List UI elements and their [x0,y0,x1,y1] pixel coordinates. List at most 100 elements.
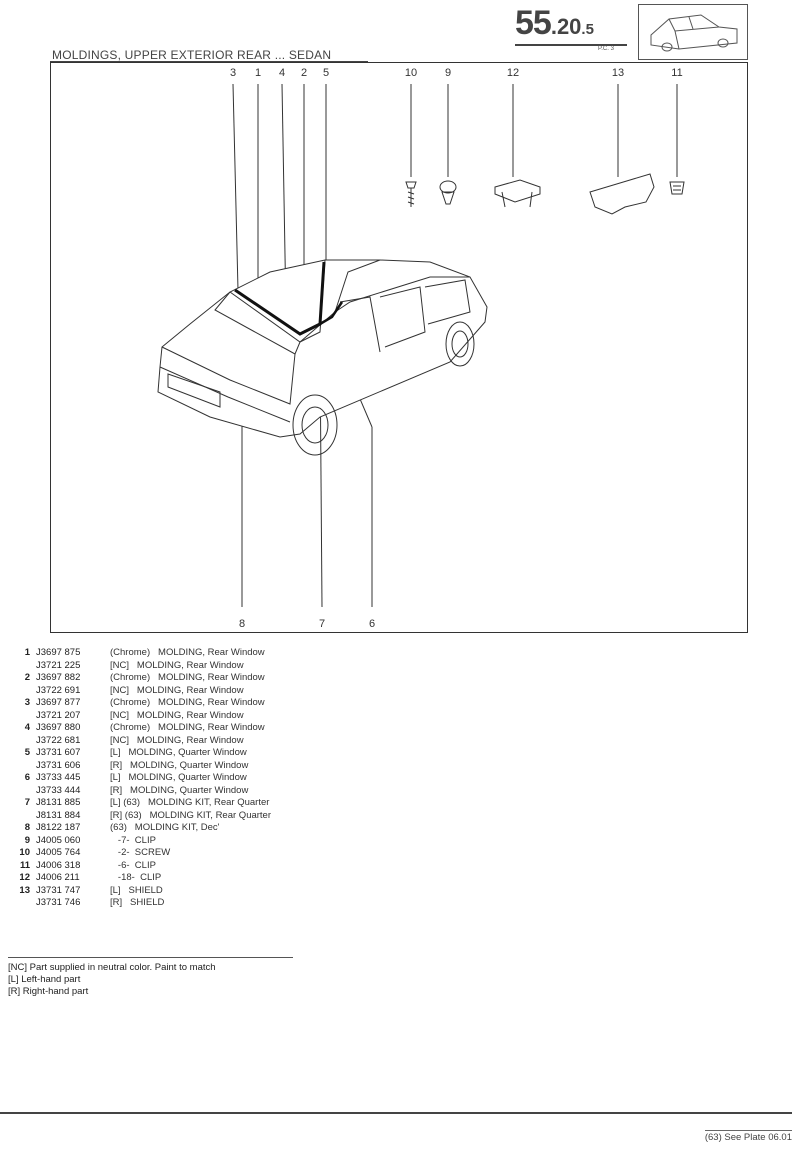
part-description: [L] (63) MOLDING KIT, Rear Quarter [110,797,270,808]
part-description: [R] SHIELD [110,897,165,908]
part-description: (Chrome) MOLDING, Rear Window [110,722,265,733]
item-number: 13 [19,884,30,896]
item-number: 1 [24,647,30,658]
parts-row: J3721 207[NC] MOLDING, Rear Window [8,710,271,723]
part-description: [R] MOLDING, Quarter Window [110,784,249,796]
callout-12: 12 [506,67,520,79]
callout-7: 7 [318,618,326,630]
item-number: 12 [19,872,30,883]
item-number [8,710,36,723]
shield-part-13 [589,173,655,215]
part-number: J4006 318 [36,859,81,871]
parts-row: J3722 681[NC] MOLDING, Rear Window [8,735,271,748]
part-description: [L] SHIELD [110,884,163,896]
clip-part-11 [669,181,685,195]
bottom-rule [0,1112,792,1114]
part-number: J3721 225 [36,659,81,671]
parts-row: 3 J3697 877 (Chrome) MOLDING, Rear Window [8,697,271,710]
screw-part-10 [405,181,417,207]
part-description: [L] MOLDING, Quarter Window [110,772,247,783]
parts-row: 11 J4006 318 -6- CLIP [8,860,271,873]
callout-6: 6 [368,618,376,630]
plate-number: 55.20.5 [515,4,594,43]
parts-row: 12 J4006 211 -18- CLIP [8,872,271,885]
item-number: 10 [19,847,30,858]
parts-row: 13 J3731 747 [L] SHIELD [8,885,271,898]
item-number: 7 [24,797,30,808]
plate-sub: .20 [550,14,582,39]
item-number: 5 [24,747,30,758]
part-number: J3722 691 [36,684,81,696]
note-left: [L] Left-hand part [8,974,81,985]
note-nc: [NC] Part supplied in neutral color. Pai… [8,962,216,973]
part-description: (Chrome) MOLDING, Rear Window [110,672,265,683]
item-number: 6 [24,772,30,783]
part-number: J3697 880 [36,722,81,733]
item-number: 2 [24,672,30,683]
exploded-diagram [157,83,685,608]
part-number: J3697 877 [36,697,81,708]
clip-part-12 [494,179,541,208]
part-number: J4006 211 [36,872,80,883]
part-number: J3733 444 [36,784,81,796]
parts-row: J3731 746 [R] SHIELD [8,897,271,910]
callout-3: 3 [229,67,237,79]
callout-2: 2 [300,67,308,79]
footnotes: [NC] Part supplied in neutral color. Pai… [8,962,216,998]
part-description: [NC] MOLDING, Rear Window [110,684,244,696]
callout-9: 9 [444,67,452,79]
parts-row: 7 J8131 885 [L] (63) MOLDING KIT, Rear Qua… [8,797,271,810]
part-number: J8131 885 [36,797,81,808]
parts-row: 8 J8122 187 (63) MOLDING KIT, Dec' [8,822,271,835]
item-number: 11 [19,859,30,871]
plate-main: 55 [515,4,552,42]
item-number: 8 [24,822,30,833]
footnote-divider [8,957,293,958]
part-description: (Chrome) MOLDING, Rear Window [110,697,265,708]
part-description: -6- CLIP [110,859,156,871]
diagram-frame [50,62,748,633]
part-number: J3731 606 [36,759,81,771]
part-number: J3722 681 [36,734,81,746]
part-number: J8122 187 [36,822,81,833]
parts-row: 1 J3697 875 (Chrome) MOLDING, Rear Window [8,647,271,660]
item-number [8,897,36,910]
part-number: J3731 746 [36,897,81,908]
parts-row: J3722 691 [NC] MOLDING, Rear Window [8,685,271,698]
item-number: 3 [24,697,30,708]
item-number [8,660,36,673]
part-number: J3697 875 [36,647,81,658]
parts-row: J3721 225 [NC] MOLDING, Rear Window [8,660,271,673]
parts-row: J3731 606 [R] MOLDING, Quarter Window [8,760,271,773]
page-title: MOLDINGS, UPPER EXTERIOR REAR ... SEDAN [52,48,332,62]
item-number [8,735,36,748]
part-description: (63) MOLDING KIT, Dec' [110,822,220,833]
item-number [8,785,36,798]
sedan-thumbnail [638,4,748,60]
part-description: -2- SCREW [110,847,171,858]
callout-5: 5 [322,67,330,79]
part-description: [NC] MOLDING, Rear Window [110,659,244,671]
pc-label: P.C. 3 [598,46,614,52]
callout-4: 4 [278,67,286,79]
leader-3 [232,83,239,291]
part-description: [NC] MOLDING, Rear Window [110,709,244,721]
part-description: [R] MOLDING, Quarter Window [110,759,249,771]
part-number: J4005 060 [36,834,81,846]
item-number [8,810,36,823]
parts-row: J8131 884[R] (63) MOLDING KIT, Rear Quar… [8,810,271,823]
part-description: (Chrome) MOLDING, Rear Window [110,647,265,658]
part-description: -18- CLIP [110,872,162,883]
footer-reference: (63) See Plate 06.01 [704,1130,792,1143]
part-number: J3733 445 [36,772,81,783]
part-number: J3731 747 [36,884,81,896]
car-body [157,259,488,438]
parts-row: 6 J3733 445 [L] MOLDING, Quarter Window [8,772,271,785]
callout-11: 11 [671,67,683,79]
